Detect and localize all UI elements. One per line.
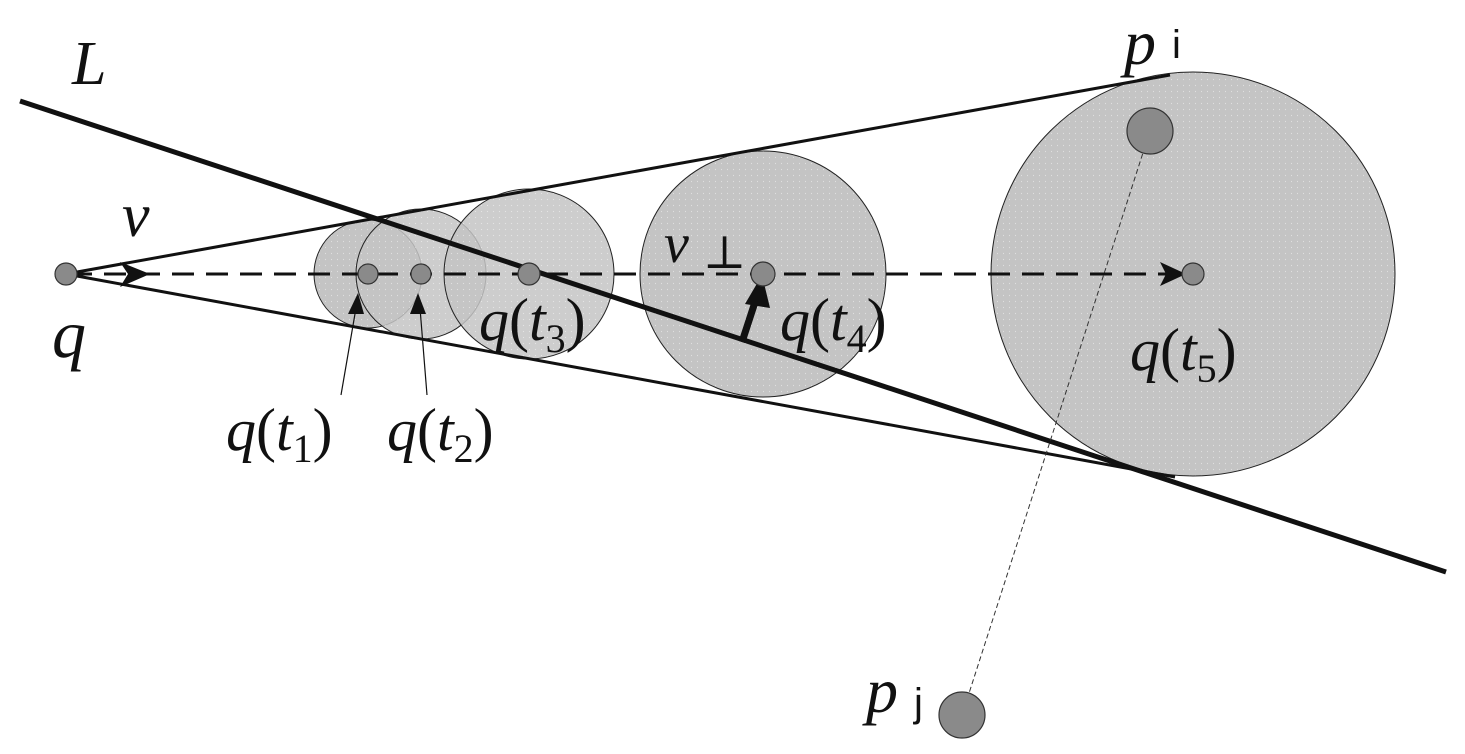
- label-v-perp: v ⊥: [664, 213, 746, 278]
- point-q: [54, 262, 78, 286]
- label-q-t1: q(t1): [226, 397, 333, 471]
- pointer-t2-arrowhead: [410, 293, 426, 314]
- label-p-j-base: p: [862, 655, 898, 726]
- center-q-t4: [750, 261, 776, 287]
- label-q-t3-q: q: [479, 287, 509, 353]
- center-q-t1: [357, 263, 379, 285]
- label-q-t4-t: t: [830, 287, 848, 353]
- pointer-t1: [340, 307, 357, 396]
- label-q-t4-q: q: [780, 287, 810, 353]
- label-q-t2-q: q: [387, 397, 417, 463]
- pointer-t2: [419, 307, 428, 396]
- trajectory-arrowhead: [1160, 262, 1186, 286]
- label-q-t1-q: q: [226, 397, 256, 463]
- label-L: L: [71, 30, 106, 98]
- center-q-t2: [410, 263, 432, 285]
- label-p-i-base: p: [1120, 7, 1156, 78]
- label-q-t5-t: t: [1180, 317, 1198, 383]
- label-p-j: p j: [862, 655, 923, 726]
- label-q-t2: q(t2): [387, 397, 494, 471]
- point-p-j: [938, 691, 986, 739]
- line-L: [19, 98, 1447, 575]
- label-q-t2-sub: 2: [454, 426, 474, 471]
- label-q-t2-t: t: [437, 397, 455, 463]
- center-q-t3: [517, 262, 541, 286]
- label-q-t4: q(t4): [780, 287, 887, 361]
- points: [54, 107, 1205, 739]
- label-p-i-sub: i: [1172, 23, 1181, 67]
- label-q-t5-q: q: [1130, 317, 1160, 383]
- label-q-t1-t: t: [276, 397, 294, 463]
- label-v: v: [122, 182, 150, 250]
- label-q-t3-t: t: [529, 287, 547, 353]
- label-q: q: [52, 296, 86, 372]
- label-q-t1-sub: 1: [293, 426, 313, 471]
- label-q-t3-sub: 3: [546, 316, 566, 361]
- label-p-j-sub: j: [913, 681, 923, 725]
- cone-lines: [65, 73, 1176, 479]
- pi-pj-connector: [961, 130, 1151, 716]
- label-p-i: p i: [1120, 7, 1181, 78]
- cone-upper-line: [65, 73, 1171, 276]
- center-q-t5: [1181, 262, 1205, 286]
- label-q-t3: q(t3): [479, 287, 586, 361]
- velocity-arrowhead: [120, 262, 150, 287]
- label-q-t5-sub: 5: [1197, 346, 1217, 391]
- label-q-t5: q(t5): [1130, 317, 1237, 391]
- pointer-t1-arrowhead: [348, 293, 364, 314]
- label-v-perp-base: v: [664, 213, 689, 275]
- label-v-perp-sub: ⊥: [703, 227, 746, 278]
- point-p-i: [1126, 107, 1174, 155]
- label-q-t4-sub: 4: [847, 316, 867, 361]
- cone-lower-line: [65, 272, 1176, 479]
